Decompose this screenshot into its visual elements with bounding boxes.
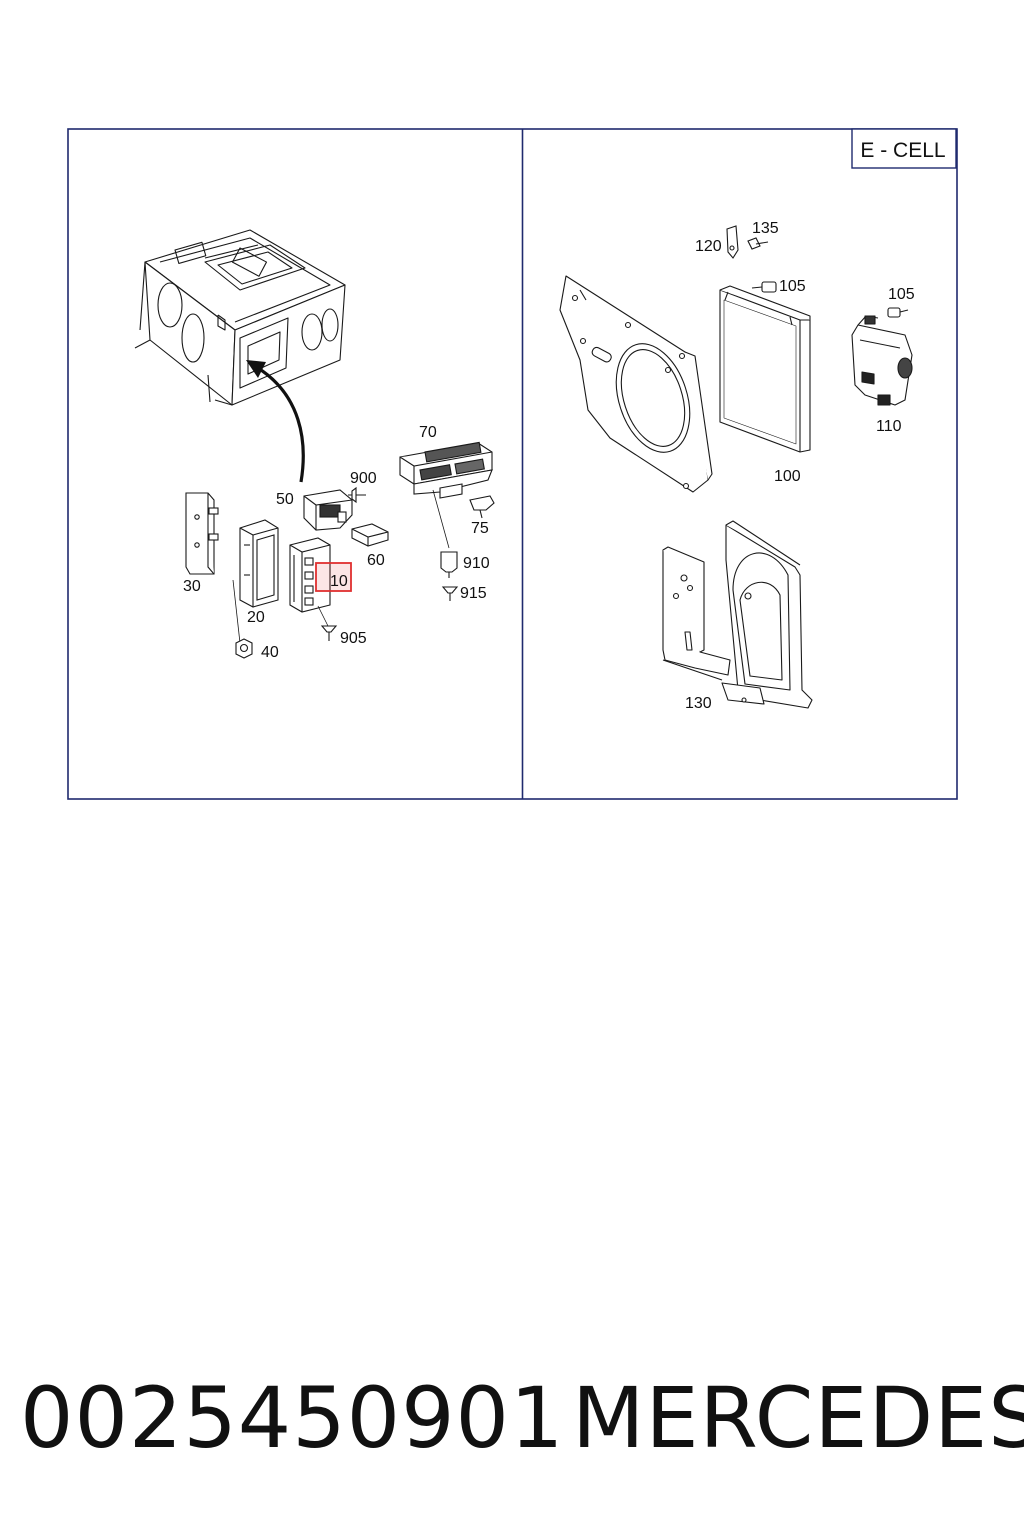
part-910-holder [440, 551, 458, 578]
callout-40: 40 [261, 644, 279, 661]
variant-badge-label: E - CELL [860, 139, 945, 162]
part-900-screw [348, 486, 366, 504]
callout-915: 915 [460, 585, 487, 602]
part-75-clip [469, 495, 495, 519]
diagram-border [67, 128, 958, 800]
callout-120: 120 [695, 238, 722, 255]
callout-900: 900 [350, 470, 377, 487]
callout-10: 10 [330, 573, 348, 590]
part-120-bracket [726, 225, 739, 259]
callout-105-b: 105 [888, 286, 915, 303]
part-915-screw [441, 586, 459, 601]
callout-130: 130 [685, 695, 712, 712]
mounting-plate-drawing [559, 275, 713, 493]
part-70-control-unit [399, 441, 493, 549]
callout-20: 20 [247, 609, 265, 626]
part-105-screw-b [887, 307, 909, 318]
brand-name: MERCEDES [572, 1369, 1024, 1467]
callout-75: 75 [471, 520, 489, 537]
callout-110: 110 [876, 418, 902, 435]
part-number: 0025450901 [20, 1369, 565, 1467]
callout-50: 50 [276, 491, 294, 508]
callout-60: 60 [367, 552, 385, 569]
part-110-sensor [851, 315, 913, 406]
callout-905: 905 [340, 630, 367, 647]
left-callouts: 10 20 30 40 50 60 70 75 900 905 910 915 [183, 424, 490, 661]
right-callouts: 100 105 105 110 120 130 135 [685, 220, 915, 712]
part-10-fuse-block [289, 537, 331, 613]
callout-910: 910 [463, 555, 490, 572]
part-60-fuse [351, 523, 389, 547]
variant-badge: E - CELL [851, 128, 957, 169]
highlight-box-part-10 [315, 562, 352, 592]
part-30-bracket [185, 492, 219, 575]
part-905-screw [317, 605, 338, 641]
callout-30: 30 [183, 578, 201, 595]
callout-135: 135 [752, 220, 779, 237]
chassis-frame-drawing [134, 229, 346, 406]
parts-diagram: E - CELL [67, 128, 958, 800]
assembly-arrow [246, 360, 305, 483]
part-100-module [719, 285, 811, 453]
callout-105-a: 105 [779, 278, 806, 295]
part-130-support [662, 520, 813, 709]
callout-100: 100 [774, 468, 801, 485]
part-50-relay [303, 489, 353, 531]
part-40-nut [232, 579, 253, 659]
callout-70: 70 [419, 424, 437, 441]
part-135-screw [747, 237, 769, 250]
part-20-housing [239, 519, 279, 608]
part-105-screw-a [751, 281, 777, 293]
